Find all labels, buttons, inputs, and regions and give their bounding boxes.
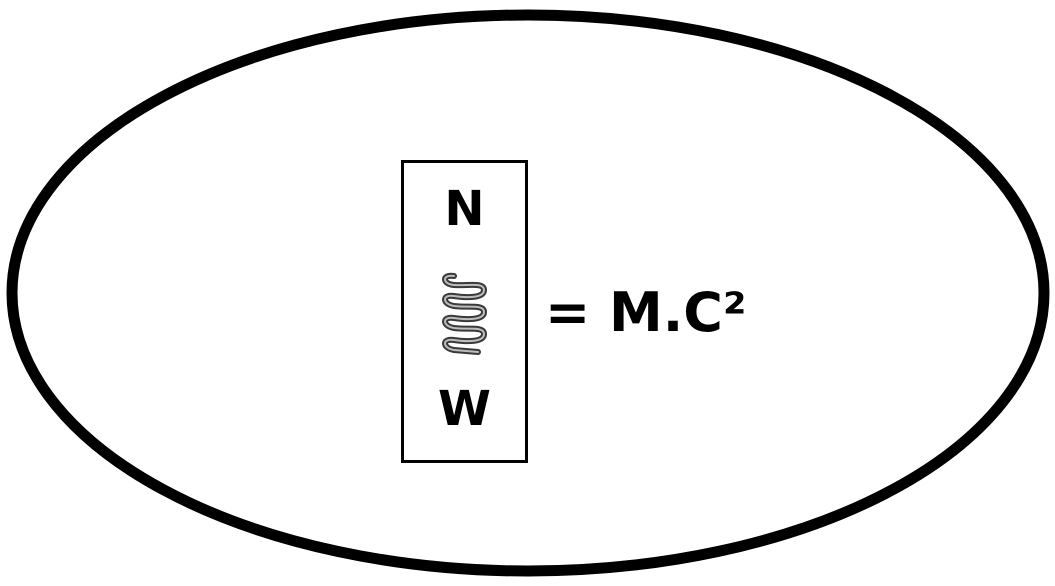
west-label: W bbox=[438, 381, 491, 437]
spring-coil-icon bbox=[442, 272, 488, 355]
equation-text: = M.C² bbox=[545, 281, 747, 344]
magnet-box: N W bbox=[401, 160, 528, 463]
north-label: N bbox=[444, 181, 485, 237]
